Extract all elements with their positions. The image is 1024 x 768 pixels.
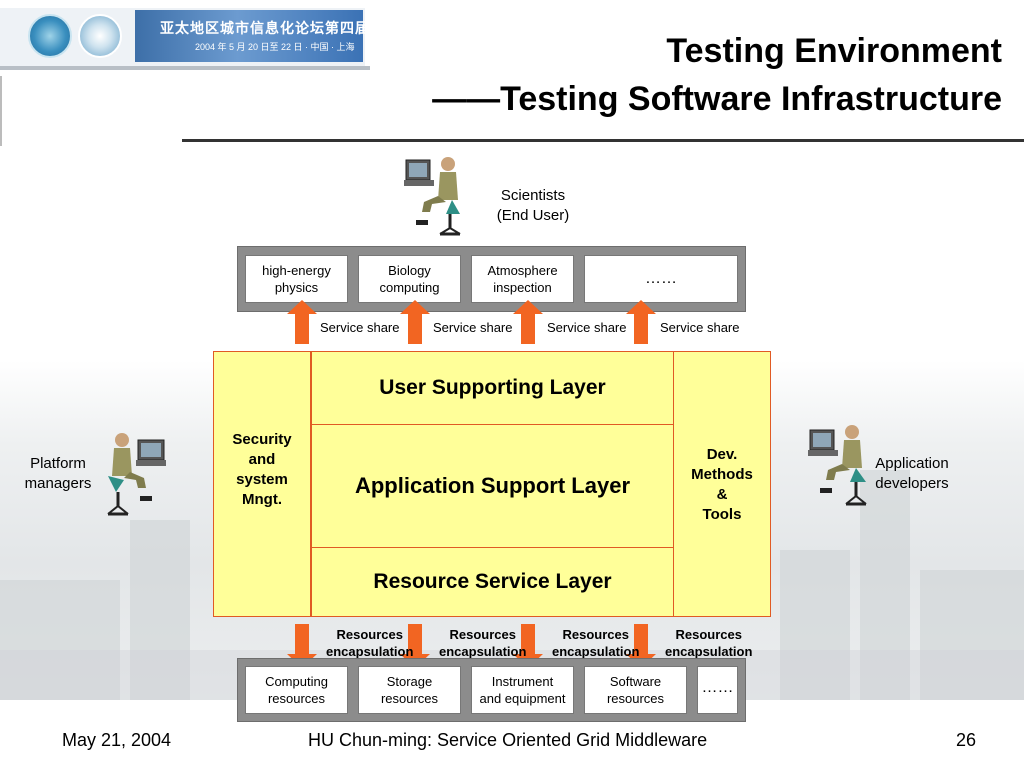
footer-date: May 21, 2004 — [62, 730, 172, 750]
platform-managers-label: Platform managers — [24, 455, 92, 492]
service-share-label-2: Service share — [433, 320, 513, 335]
scientists-label: Scientists (End User) — [496, 187, 570, 224]
encapsulation-label-1: Resources encapsulation — [326, 627, 414, 659]
application-developer-icon — [808, 425, 867, 506]
app-atmosphere-inspection: Atmosphere inspection — [471, 255, 574, 303]
resource-storage: Storage resources — [358, 666, 461, 714]
banner-subtitle: 2004 年 5 月 20 日至 22 日 · 中国 · 上海 — [195, 42, 355, 52]
app-biology-computing: Biology computing — [358, 255, 461, 303]
resource-computing: Computing resources — [245, 666, 348, 714]
service-share-label-4: Service share — [660, 320, 740, 335]
banner-title: 亚太地区城市信息化论坛第四届年会 — [160, 20, 400, 36]
security-system-mngt-column: Security and system Mngt. — [213, 351, 311, 617]
app-high-energy-physics: high-energy physics — [245, 255, 348, 303]
service-share-arrow-2 — [400, 300, 430, 344]
slide-title: Testing Environment — [666, 32, 1002, 70]
service-share-label-1: Service share — [320, 320, 400, 335]
banner-shadow — [0, 66, 370, 70]
resource-more-ellipsis: …… — [697, 666, 738, 714]
resource-service-layer: Resource Service Layer — [311, 547, 674, 617]
encapsulation-arrow-1 — [287, 624, 317, 668]
service-share-arrow-3 — [513, 300, 543, 344]
dev-methods-tools-column: Dev. Methods & Tools — [673, 351, 771, 617]
application-developers-label: Application developers — [875, 455, 949, 492]
application-support-layer: Application Support Layer — [311, 424, 674, 548]
slide-subtitle: ——Testing Software Infrastructure — [432, 80, 1002, 118]
footer-page-number: 26 — [956, 730, 977, 750]
un-logo-icon — [78, 14, 122, 58]
footer-author: HU Chun-ming: Service Oriented Grid Midd… — [308, 730, 708, 750]
forum-logo-icon — [28, 14, 72, 58]
platform-manager-icon — [107, 433, 166, 516]
encapsulation-arrow-3 — [513, 624, 543, 668]
left-divider — [0, 76, 2, 146]
encapsulation-arrow-4 — [626, 624, 656, 668]
encapsulation-label-3: Resources encapsulation — [552, 627, 640, 659]
conference-banner — [135, 10, 363, 62]
title-rule — [182, 139, 1024, 142]
resource-instrument-equipment: Instrument and equipment — [471, 666, 574, 714]
encapsulation-arrow-2 — [400, 624, 430, 668]
encapsulation-label-4: Resources encapsulation — [665, 627, 753, 659]
resource-software: Software resources — [584, 666, 687, 714]
service-share-arrow-4 — [626, 300, 656, 344]
user-supporting-layer: User Supporting Layer — [311, 351, 674, 425]
app-more-ellipsis: …… — [584, 255, 738, 303]
encapsulation-label-2: Resources encapsulation — [439, 627, 527, 659]
scientist-at-computer-icon — [404, 157, 461, 236]
service-share-arrow-1 — [287, 300, 317, 344]
service-share-label-3: Service share — [547, 320, 627, 335]
